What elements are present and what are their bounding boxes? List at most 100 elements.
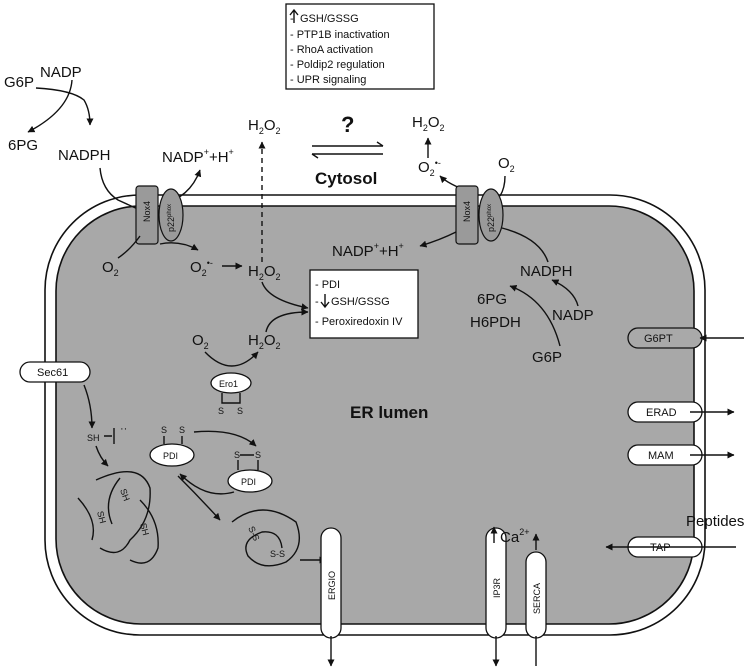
6pg-left: 6PG bbox=[8, 137, 38, 154]
effect-item-4: - UPR signaling bbox=[290, 74, 366, 86]
h2o2-to-box-arrow-lower bbox=[265, 308, 309, 333]
h2o2-lumen-upper: H2O2 bbox=[248, 263, 281, 282]
p22phox-left-label: p22phox bbox=[166, 204, 176, 232]
cytosol-effects-box bbox=[285, 3, 435, 90]
sec61-translocation-arrow bbox=[83, 384, 96, 429]
pdi-reduced-label: PDI bbox=[163, 451, 178, 461]
p22phox-right-label: p22phox bbox=[486, 204, 496, 232]
effect-item-1: - PTP1B inactivation bbox=[290, 29, 390, 41]
h2o2-lumen-lower: H2O2 bbox=[248, 332, 281, 351]
cytosol-label: Cytosol bbox=[315, 169, 377, 188]
effect-item-0-prefix: - bbox=[290, 13, 294, 25]
nascent-sh-bond bbox=[104, 428, 115, 444]
ero1-s-left: S bbox=[218, 406, 224, 416]
pdi-s-right: S bbox=[179, 425, 185, 435]
ero1-disulfide bbox=[221, 393, 241, 404]
nox4-right-label: Nox4 bbox=[462, 201, 472, 222]
pdi-oxidized bbox=[227, 469, 273, 493]
tap-label: TAP bbox=[650, 542, 671, 554]
g6p-to-6pg-right-arrow bbox=[509, 284, 561, 347]
sh-label-2: SH bbox=[118, 487, 132, 502]
g6p-to-6pg-arrow bbox=[27, 79, 73, 133]
nox4-left-label: Nox4 bbox=[142, 201, 152, 222]
o2-to-nox4-right-line bbox=[499, 175, 506, 197]
nadp-to-nadph-right-arrow bbox=[551, 279, 579, 307]
unfolded-protein bbox=[77, 471, 159, 564]
pdi-disulfide bbox=[237, 454, 259, 470]
ero1-label: Ero1 bbox=[219, 379, 238, 389]
mam-label: MAM bbox=[648, 450, 674, 462]
g6p-right: G6P bbox=[532, 349, 562, 366]
pdi-s-left: S bbox=[161, 425, 167, 435]
er-lumen-label: ER lumen bbox=[350, 403, 428, 422]
nox4-right bbox=[455, 185, 479, 245]
lumen-effect-2: - Peroxiredoxin IV bbox=[315, 316, 403, 328]
equilibrium-arrow-icon bbox=[311, 141, 384, 159]
nadp-right: NADP bbox=[552, 307, 594, 324]
h2o2-to-box-arrow-upper bbox=[261, 281, 309, 311]
ero1-protein bbox=[210, 372, 252, 394]
effect-item-3: - Poldip2 regulation bbox=[290, 59, 385, 71]
down-arrow-icon bbox=[320, 294, 330, 309]
effect-item-2: - RhoA activation bbox=[290, 44, 373, 56]
g6p-left: G6P bbox=[4, 74, 34, 91]
erad-label: ERAD bbox=[646, 407, 677, 419]
question-mark: ? bbox=[341, 112, 354, 137]
nadp-to-nadph-arrow bbox=[35, 87, 94, 126]
sec61-channel bbox=[19, 361, 91, 383]
nadp-left: NADP bbox=[40, 64, 82, 81]
pdi-ox-s-right: S bbox=[255, 450, 261, 460]
up-arrow-icon bbox=[289, 8, 299, 23]
oxidation-folding-arrow bbox=[177, 475, 221, 521]
nadph-right: NADPH bbox=[520, 263, 573, 280]
superoxide-lumen: O2•- bbox=[190, 258, 213, 278]
calcium-label: Ca2+ bbox=[500, 527, 529, 546]
nadph-left: NADPH bbox=[58, 147, 111, 164]
nadph-to-nox4-line bbox=[99, 167, 141, 211]
nox4-to-superoxide-arrow bbox=[159, 242, 199, 251]
p22phox-left bbox=[158, 188, 184, 242]
o2-lumen-left: O2 bbox=[102, 259, 119, 278]
sh-label-3: SH bbox=[95, 510, 108, 525]
h2o2-cytosol-left: H2O2 bbox=[248, 117, 281, 136]
nadp-plus-right: NADP++H+ bbox=[332, 241, 404, 260]
sec61-label: Sec61 bbox=[37, 367, 68, 379]
folded-protein bbox=[231, 509, 300, 567]
sh-label-1: SH bbox=[87, 433, 100, 443]
serca-label: SERCA bbox=[532, 583, 542, 614]
nadph-to-nox4-right-line bbox=[501, 227, 549, 263]
sh-label-4: SH bbox=[138, 522, 151, 537]
lumen-effect-1-prefix: - bbox=[315, 296, 319, 308]
pdi-oxidized-label: PDI bbox=[241, 477, 256, 487]
6pg-right: 6PG bbox=[477, 291, 507, 308]
pdi-thiols bbox=[163, 436, 183, 444]
ero1-s-right: S bbox=[237, 406, 243, 416]
o2-ero1: O2 bbox=[192, 332, 209, 351]
peptides-label: Peptides bbox=[686, 513, 744, 530]
o2-cytosol-right: O2 bbox=[498, 155, 515, 174]
pdi-oxidation-arrow bbox=[193, 430, 257, 447]
nox4-left bbox=[135, 185, 159, 245]
lumen-effect-0: - PDI bbox=[315, 279, 340, 291]
nascent-dots: ·· bbox=[120, 423, 127, 435]
pdi-reduction-arrow bbox=[179, 473, 235, 495]
h2o2-cytosol-right: H2O2 bbox=[412, 114, 445, 133]
pdi-reduced bbox=[149, 443, 195, 467]
h6pdh-label: H6PDH bbox=[470, 314, 521, 331]
nox4-to-nadp-right-arrow bbox=[419, 231, 457, 248]
superoxide-cytosol: O2•- bbox=[418, 158, 441, 178]
ip3r-label: IP3R bbox=[492, 577, 502, 598]
lumen-effect-1: GSH/GSSG bbox=[331, 296, 390, 308]
p22phox-right bbox=[478, 188, 504, 242]
ss-label-2: S-S bbox=[270, 549, 285, 559]
o2-to-h2o2-ero1-arrow bbox=[204, 351, 259, 367]
pdi-ox-s-left: S bbox=[234, 450, 240, 460]
o2-to-nox4-line bbox=[117, 235, 141, 259]
ergio-label: ERGIO bbox=[327, 571, 337, 600]
nadp-plus-left: NADP++H+ bbox=[162, 147, 234, 166]
folding-arrow bbox=[95, 445, 109, 467]
effect-item-0: GSH/GSSG bbox=[300, 13, 359, 25]
g6pt-label: G6PT bbox=[644, 333, 673, 345]
